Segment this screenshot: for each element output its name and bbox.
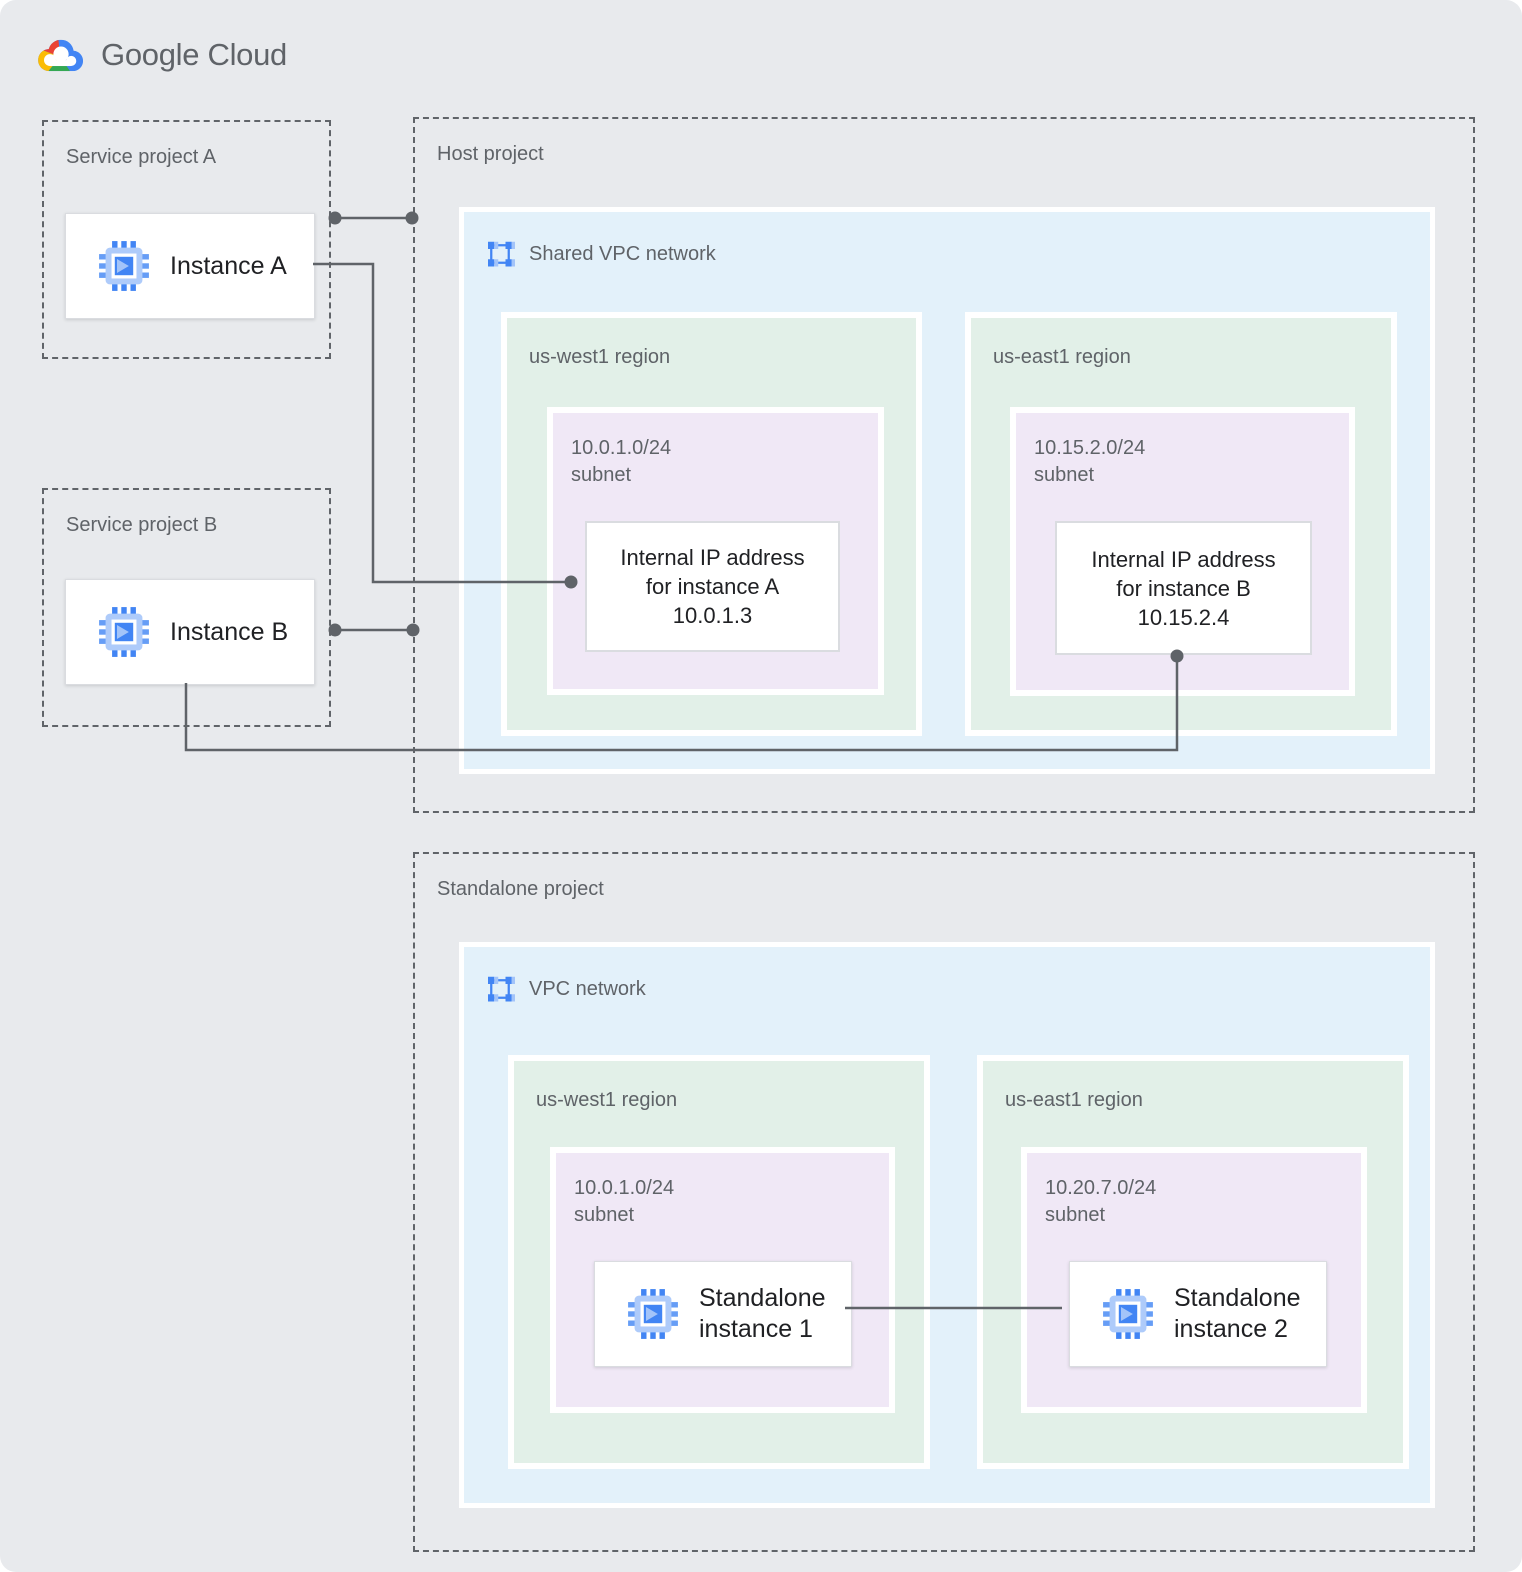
service-project-a: Service project A Instance A bbox=[42, 120, 331, 359]
host-us-east1-subnet-label: 10.15.2.0/24 subnet bbox=[1034, 435, 1145, 489]
ip-b-address: 10.15.2.4 bbox=[1137, 604, 1230, 630]
host-us-west1-region-label: us-west1 region bbox=[529, 346, 671, 368]
logo-text: Google Cloud bbox=[101, 37, 287, 72]
compute-engine-icon bbox=[98, 606, 150, 658]
ip-b-line1: Internal IP address bbox=[1091, 546, 1276, 572]
host-project-title: Host project bbox=[437, 143, 544, 165]
vpc-network-box: VPC network us-west1 region 10.0.1.0/24 … bbox=[459, 942, 1435, 1508]
subnet-cidr: 10.20.7.0/24 bbox=[1045, 1177, 1157, 1199]
ip-a-line2: for instance A bbox=[645, 574, 780, 599]
instance-b-card: Instance B bbox=[65, 579, 315, 685]
label-line2: instance 2 bbox=[1174, 1315, 1288, 1343]
label-line2: instance 1 bbox=[699, 1315, 813, 1343]
shared-vpc-network-label: Shared VPC network bbox=[529, 242, 716, 265]
compute-engine-icon bbox=[98, 240, 150, 292]
standalone-us-west1-subnet-label: 10.0.1.0/24 subnet bbox=[574, 1175, 674, 1229]
subnet-word: subnet bbox=[571, 464, 632, 486]
host-us-west1-region-box: us-west1 region 10.0.1.0/24 subnet Inter… bbox=[501, 312, 922, 736]
standalone-project-title: Standalone project bbox=[437, 878, 604, 900]
subnet-cidr: 10.15.2.0/24 bbox=[1034, 437, 1146, 459]
standalone-instance-1-card: Standalone instance 1 bbox=[594, 1261, 852, 1367]
internal-ip-instance-b-box: Internal IP address for instance B 10.15… bbox=[1055, 521, 1312, 655]
standalone-instance-1-label: Standalone instance 1 bbox=[699, 1283, 826, 1345]
standalone-us-west1-region-label: us-west1 region bbox=[536, 1089, 678, 1111]
host-us-west1-subnet-label: 10.0.1.0/24 subnet bbox=[571, 435, 671, 489]
ip-a-address: 10.0.1.3 bbox=[672, 603, 753, 628]
label-line1: Standalone bbox=[699, 1284, 826, 1312]
vpc-network-header: VPC network bbox=[485, 974, 646, 1004]
standalone-instance-2-label: Standalone instance 2 bbox=[1174, 1283, 1301, 1345]
ip-b-line2: for instance B bbox=[1116, 575, 1251, 601]
vpc-network-icon bbox=[485, 239, 515, 269]
host-us-east1-region-box: us-east1 region 10.15.2.0/24 subnet Inte… bbox=[965, 312, 1397, 736]
subnet-word: subnet bbox=[1034, 464, 1095, 486]
internal-ip-instance-a-box: Internal IP address for instance A 10.0.… bbox=[585, 521, 840, 652]
standalone-us-east1-region-label: us-east1 region bbox=[1005, 1089, 1143, 1111]
instance-b-label: Instance B bbox=[170, 617, 289, 646]
standalone-us-west1-subnet-box: 10.0.1.0/24 subnet Standalone instance 1 bbox=[550, 1147, 895, 1413]
host-us-east1-subnet-box: 10.15.2.0/24 subnet Internal IP address … bbox=[1010, 407, 1355, 696]
google-cloud-logo: Google Cloud bbox=[33, 34, 287, 76]
host-us-west1-subnet-box: 10.0.1.0/24 subnet Internal IP address f… bbox=[547, 407, 884, 695]
instance-a-card: Instance A bbox=[65, 213, 315, 319]
standalone-us-west1-region-box: us-west1 region 10.0.1.0/24 subnet Stand… bbox=[508, 1055, 930, 1469]
standalone-instance-2-card: Standalone instance 2 bbox=[1069, 1261, 1327, 1367]
ip-a-line1: Internal IP address bbox=[620, 545, 805, 570]
service-project-b-title: Service project B bbox=[66, 514, 218, 536]
standalone-project: Standalone project VPC network us-west1 … bbox=[413, 852, 1475, 1552]
compute-engine-icon bbox=[1102, 1288, 1154, 1340]
host-project: Host project Shared VPC network us-west1… bbox=[413, 117, 1475, 813]
subnet-word: subnet bbox=[1045, 1204, 1106, 1226]
shared-vpc-network-header: Shared VPC network bbox=[485, 239, 716, 269]
service-project-b: Service project B Instance B bbox=[42, 488, 331, 727]
google-cloud-icon bbox=[33, 34, 89, 76]
standalone-us-east1-subnet-box: 10.20.7.0/24 subnet Standalone instance … bbox=[1021, 1147, 1367, 1413]
subnet-cidr: 10.0.1.0/24 bbox=[574, 1177, 675, 1199]
subnet-word: subnet bbox=[574, 1204, 635, 1226]
compute-engine-icon bbox=[627, 1288, 679, 1340]
instance-a-label: Instance A bbox=[170, 251, 287, 280]
vpc-network-icon bbox=[485, 974, 515, 1004]
standalone-us-east1-region-box: us-east1 region 10.20.7.0/24 subnet Stan… bbox=[977, 1055, 1409, 1469]
vpc-network-label: VPC network bbox=[529, 977, 646, 1000]
label-line1: Standalone bbox=[1174, 1284, 1301, 1312]
shared-vpc-network-box: Shared VPC network us-west1 region 10.0.… bbox=[459, 207, 1435, 774]
subnet-cidr: 10.0.1.0/24 bbox=[571, 437, 672, 459]
service-project-a-title: Service project A bbox=[66, 146, 217, 168]
standalone-us-east1-subnet-label: 10.20.7.0/24 subnet bbox=[1045, 1175, 1156, 1229]
host-us-east1-region-label: us-east1 region bbox=[993, 346, 1131, 368]
